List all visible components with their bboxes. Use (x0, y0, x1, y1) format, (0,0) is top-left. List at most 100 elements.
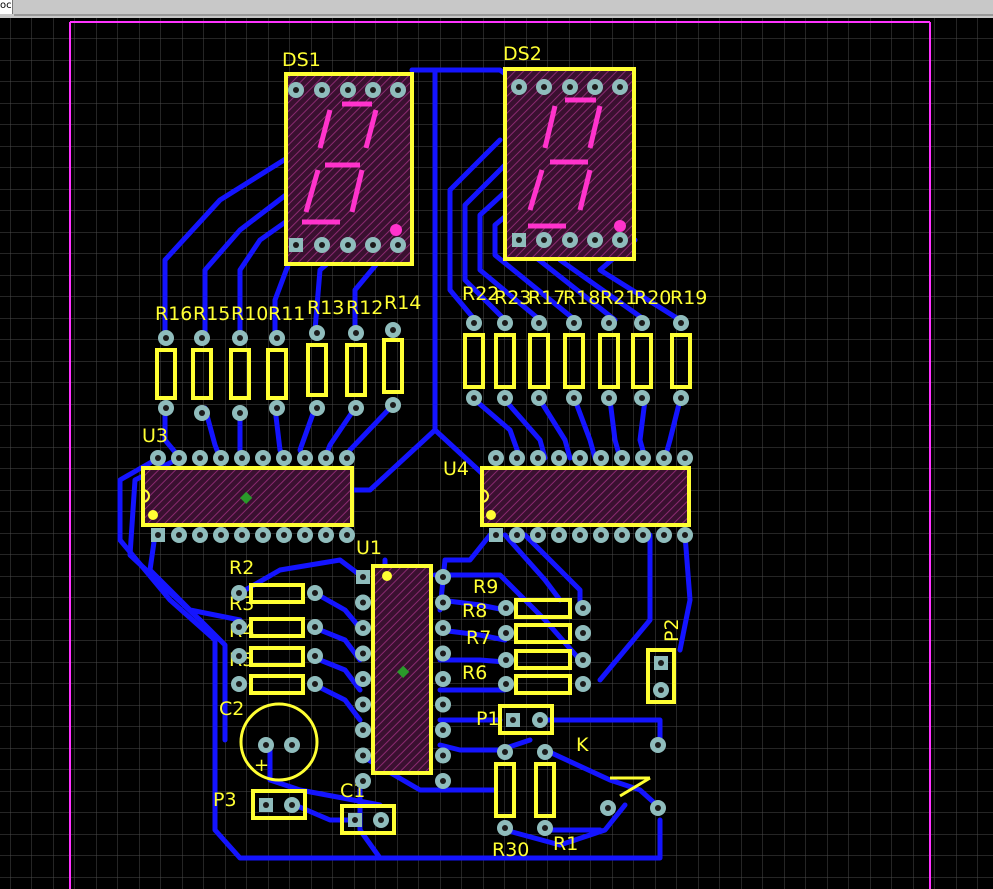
pad-hole (218, 455, 224, 461)
pad-hole (199, 335, 205, 341)
pad-hole (502, 320, 508, 326)
P2-header[interactable] (646, 648, 676, 704)
pad-hole (236, 590, 242, 596)
pad-hole (510, 717, 516, 723)
P1-header[interactable] (498, 704, 554, 735)
pad-hole (390, 402, 396, 408)
pad-hole (197, 532, 203, 538)
pad-hole (639, 320, 645, 326)
R12-label: R12 (346, 297, 383, 319)
DS1-seven-segment[interactable] (284, 72, 414, 266)
pad-hole (218, 532, 224, 538)
pad-hole (516, 84, 522, 90)
R23-label: R23 (494, 287, 531, 309)
window-title-bar: oc (0, 0, 993, 19)
pad-hole (503, 681, 509, 687)
pad-hole (503, 657, 509, 663)
pad-hole (535, 532, 541, 538)
pad-hole (493, 455, 499, 461)
pad-hole (360, 701, 366, 708)
pad-hole (319, 242, 325, 248)
resistor-row-left[interactable] (155, 338, 404, 400)
resistor-group-r1-r30[interactable] (494, 762, 556, 818)
pad-hole (605, 805, 611, 811)
U1-label: U1 (356, 537, 382, 559)
pad-hole (471, 395, 477, 401)
R20-label: R20 (634, 287, 671, 309)
pad-hole (606, 320, 612, 326)
pad-hole (640, 455, 646, 461)
R6-label: R6 (462, 662, 487, 684)
U1-ic[interactable]: ◆ (371, 564, 433, 775)
pad-hole (163, 405, 169, 411)
pad-hole (606, 395, 612, 401)
R14-label: R14 (384, 292, 421, 314)
pad-hole (536, 320, 542, 326)
resistor-group-r6-r9[interactable] (514, 598, 572, 695)
pcb-canvas[interactable]: DS1 DS2 R16 R15 R10 R11 R13 R12 R14 (0, 18, 993, 889)
R1-label: R1 (553, 833, 578, 855)
pad-hole (661, 455, 667, 461)
R9-label: R9 (473, 576, 498, 598)
svg-text:+: + (254, 755, 269, 776)
R16-label: R16 (155, 303, 192, 325)
P2-label: P2 (661, 618, 683, 642)
pad-hole (360, 650, 366, 657)
pad-hole (440, 574, 446, 580)
pad-hole (617, 237, 623, 243)
U3-label: U3 (142, 425, 168, 447)
pad-hole (360, 752, 366, 759)
pad-hole (440, 727, 446, 733)
pad-hole (319, 87, 325, 93)
pad-hole (260, 532, 266, 538)
pad-hole (302, 455, 308, 461)
resistor-group-r2-r5[interactable] (249, 583, 305, 695)
pad-hole (571, 320, 577, 326)
pad-hole (312, 681, 318, 687)
pad-hole (556, 532, 562, 538)
pad-hole (312, 653, 318, 659)
svg-text:◆: ◆ (397, 661, 410, 680)
C1-capacitor[interactable] (340, 804, 396, 835)
pad-hole (360, 599, 366, 606)
pad-hole (176, 532, 182, 538)
pad-hole (516, 237, 522, 243)
board-outline (69, 21, 931, 889)
pad-hole (395, 87, 401, 93)
pad-hole (542, 749, 548, 755)
pad-hole (155, 532, 161, 538)
DS2-label: DS2 (503, 43, 542, 65)
P3-header[interactable] (251, 789, 307, 820)
pad-hole (390, 327, 396, 333)
R19-label: R19 (670, 287, 707, 309)
DS2-seven-segment[interactable] (503, 67, 636, 261)
R15-label: R15 (193, 303, 230, 325)
P1-label: P1 (476, 708, 500, 730)
K-switch[interactable] (610, 776, 651, 798)
pad-hole (353, 330, 359, 336)
R30-label: R30 (492, 839, 529, 861)
pad-hole (239, 532, 245, 538)
pad-hole (617, 84, 623, 90)
pad-hole (592, 84, 598, 90)
U4-ic[interactable] (480, 466, 691, 527)
pad-hole (682, 455, 688, 461)
pad-hole (345, 242, 351, 248)
pad-hole (289, 802, 295, 808)
pad-hole (541, 237, 547, 243)
pad-hole (360, 778, 366, 784)
pad-hole (658, 687, 664, 693)
C2-capacitor[interactable]: + (239, 702, 319, 782)
pad-hole (293, 87, 299, 93)
document-tab[interactable]: oc (0, 0, 13, 14)
pad-hole (580, 605, 586, 611)
pad-hole (502, 825, 508, 831)
pad-hole (598, 455, 604, 461)
U3-ic[interactable]: ◆ (141, 466, 354, 527)
R18-label: R18 (563, 287, 600, 309)
pad-hole (503, 605, 509, 611)
resistor-row-right[interactable] (463, 333, 692, 389)
pad-hole (236, 681, 242, 687)
R10-label: R10 (231, 303, 268, 325)
pad-hole (263, 742, 269, 748)
